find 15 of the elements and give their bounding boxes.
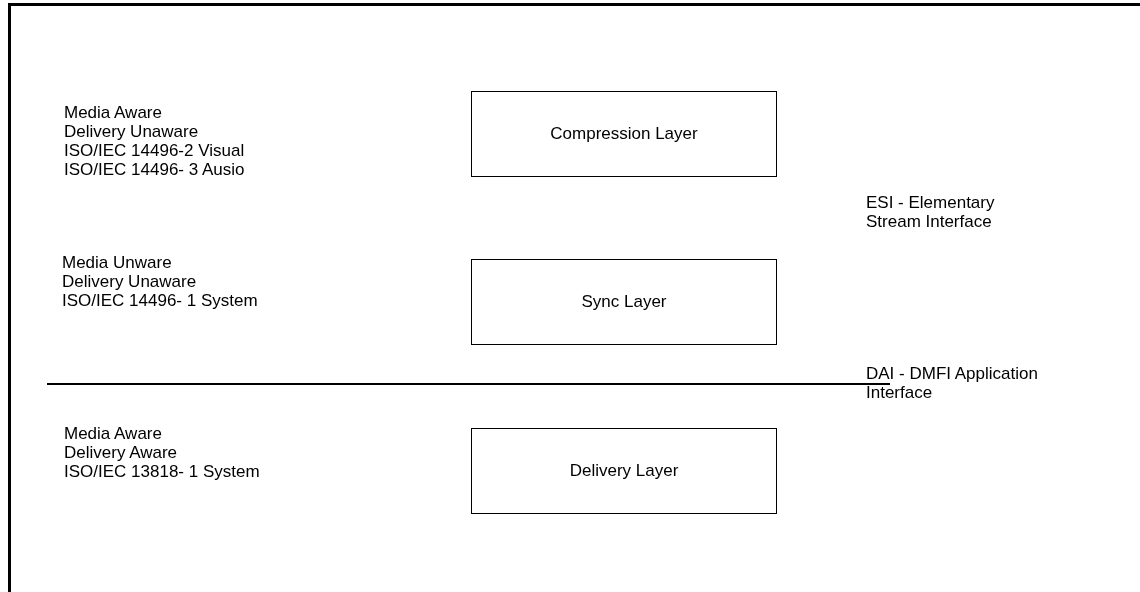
layer-description: Media Aware <box>64 103 163 122</box>
layer-description: ISO/IEC 13818- 1 System <box>64 462 260 481</box>
layer-description: Delivery Unaware <box>62 272 198 291</box>
interface-label: ESI - Elementary Stream Interface <box>866 193 996 231</box>
layer-description: ISO/IEC 14496- 1 System <box>62 291 258 310</box>
layer-description: ISO/IEC 14496-2 Visual <box>64 141 245 160</box>
interface-label: DAI - DMFI Application Interface <box>866 364 1039 402</box>
layer-description: Media Aware <box>64 424 163 443</box>
layer-description: ISO/IEC 14496- 3 Ausio <box>64 160 245 179</box>
layer-description: Media Unware <box>62 253 173 272</box>
layer-box: Delivery Layer <box>471 428 777 514</box>
layer-description: Delivery Unaware <box>64 122 200 141</box>
layer-description: Delivery Aware <box>64 443 179 462</box>
layer-box: Sync Layer <box>471 259 777 345</box>
layer-box: Compression Layer <box>471 91 777 177</box>
